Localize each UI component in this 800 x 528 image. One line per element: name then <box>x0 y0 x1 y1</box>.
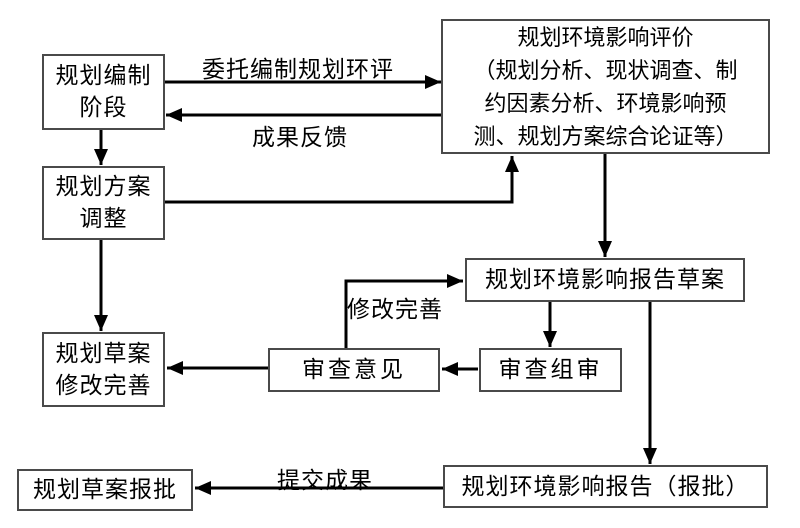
node-review-panel: 审查组审 <box>479 348 622 392</box>
node-eia-report-draft: 规划环境影响报告草案 <box>465 258 745 302</box>
node-plan-scheme-adjustment: 规划方案 调整 <box>42 166 165 240</box>
edge-label-commission: 委托编制规划环评 <box>202 57 394 82</box>
arrow-opinion-revise-to-report-draft <box>344 274 463 348</box>
node-plan-draft-revision: 规划草案 修改完善 <box>42 332 165 407</box>
node-planning-eia-assessment: 规划环境影响评价 （规划分析、现状调查、制 约因素分析、环境影响预 测、规划方案… <box>441 19 770 154</box>
edge-label-feedback: 成果反馈 <box>252 125 348 150</box>
node-eia-report-final: 规划环境影响报告（报批） <box>443 465 768 508</box>
node-review-opinion: 审查意见 <box>268 348 440 392</box>
edge-label-submit: 提交成果 <box>277 468 373 493</box>
arrow-adjust-to-eia <box>165 156 519 204</box>
node-plan-compilation-stage: 规划编制 阶段 <box>42 54 165 130</box>
edge-label-revise: 修改完善 <box>347 297 443 322</box>
node-plan-draft-approval: 规划草案报批 <box>17 469 193 511</box>
